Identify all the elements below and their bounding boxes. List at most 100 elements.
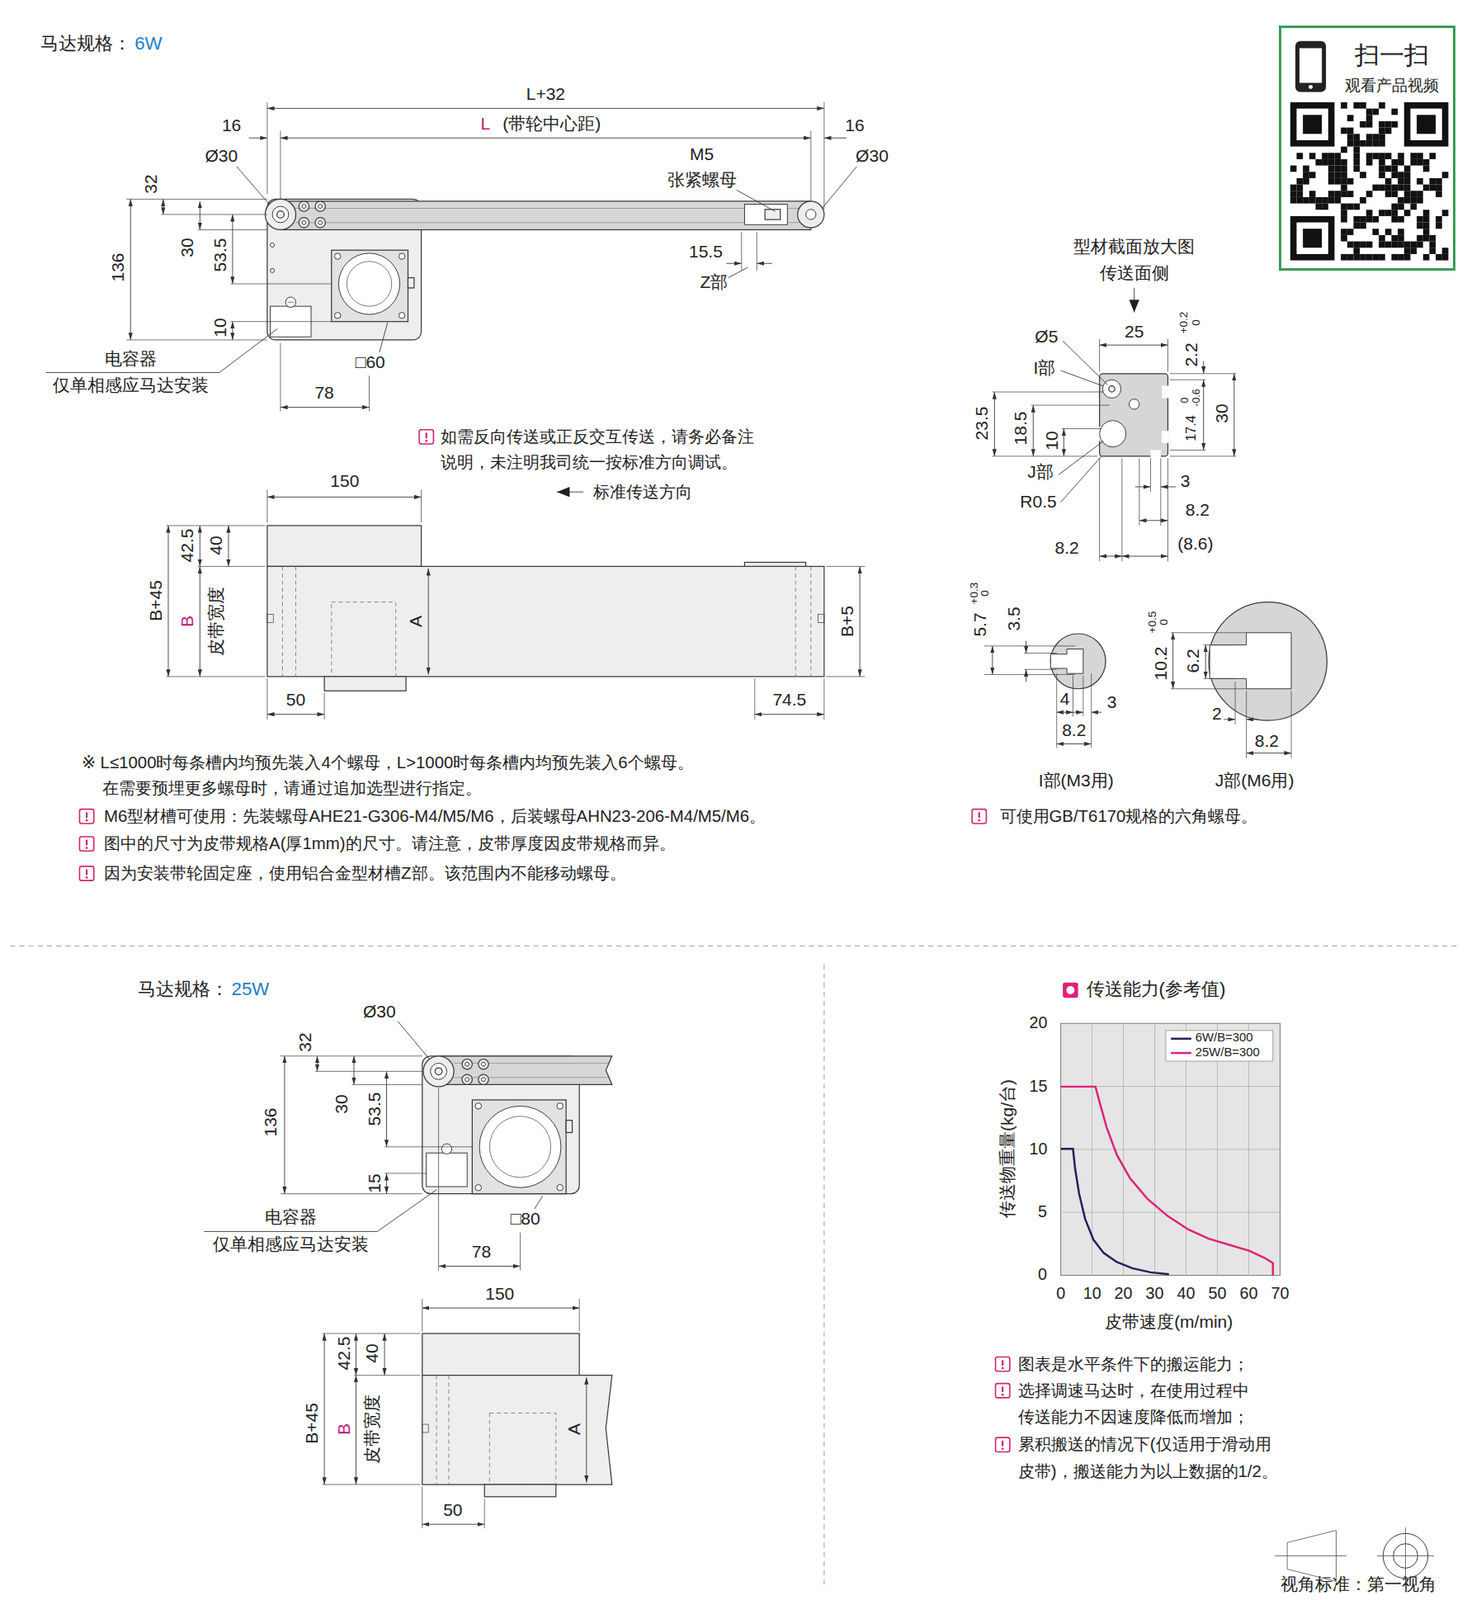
qr-module [1328, 178, 1335, 185]
extension-line [266, 490, 268, 524]
qr-module [1347, 127, 1354, 135]
qr-module [1347, 254, 1354, 261]
note-text: 累积搬送的情况下(仅适用于滑动用 皮带)，搬送能力为以上数据的1/2。 [1018, 1430, 1280, 1484]
qr-module [1391, 121, 1398, 128]
qr-module [1353, 133, 1360, 141]
qr-module [1372, 228, 1379, 236]
dimension-line [353, 1056, 354, 1085]
slot-j-shape [1209, 632, 1292, 689]
dimension-line [355, 1375, 357, 1485]
title-icon [1062, 982, 1079, 999]
extension-line [322, 1484, 421, 1486]
qr-module [1366, 190, 1373, 198]
qr-module [1410, 241, 1417, 249]
axis-tick: 20 [1114, 1283, 1133, 1304]
dimension-arrow [1246, 718, 1259, 720]
dimension-line [130, 198, 132, 340]
dimension-label: Ø5 [1034, 325, 1058, 347]
dimension-label: 10.2 [1150, 646, 1171, 680]
note-text: ※ L≤1000时每条槽内均预先装入4个螺母，L>1000时每条槽内均预先装入6… [81, 749, 703, 802]
qr-module [1309, 197, 1316, 204]
extension-line [1090, 673, 1092, 748]
qr-module [1442, 209, 1449, 217]
note-icon-dot [1001, 1447, 1005, 1450]
qr-module [1423, 228, 1430, 236]
qr-module [1404, 171, 1411, 179]
extension-line [1169, 372, 1236, 374]
extension-line [266, 102, 268, 194]
hidden-line [282, 565, 283, 677]
leader-line [1061, 370, 1104, 387]
qr-module [1397, 184, 1405, 192]
flange-screw [398, 253, 405, 260]
dimension-label: 136 [108, 252, 129, 282]
phone-button [1308, 84, 1313, 90]
extension-line [1203, 644, 1235, 646]
qr-module [1347, 241, 1354, 249]
bolt [462, 1074, 472, 1085]
qr-module [1315, 159, 1322, 166]
qr-module [1353, 140, 1360, 147]
part-callout: I部 [1032, 358, 1056, 379]
qr-module [1391, 235, 1398, 242]
qr-module [1366, 254, 1373, 261]
dimension-label: 50 [286, 688, 306, 710]
dimension-label: 2.2 [1180, 343, 1202, 368]
motor-base [484, 1484, 557, 1497]
qr-module [1302, 171, 1310, 179]
note-icon [419, 429, 434, 444]
profile-edge [453, 1076, 609, 1078]
qr-module [1416, 235, 1424, 242]
hidden-line [436, 1375, 438, 1485]
qr-module [1410, 152, 1417, 160]
note-icon [995, 1356, 1010, 1371]
view-arrow [1133, 287, 1135, 313]
dimension-label: 8.2 [1061, 720, 1086, 741]
extension-line [1203, 678, 1235, 680]
qr-module [1378, 209, 1386, 217]
qr-module [1423, 159, 1430, 166]
side-slot [1161, 430, 1170, 444]
note-icon [995, 1383, 1010, 1398]
dimension-line [316, 1056, 318, 1072]
qr-module [1340, 146, 1348, 154]
extension-line [1167, 457, 1169, 562]
qr-module [1328, 165, 1335, 173]
note-icon-mark [85, 811, 88, 818]
qr-module [1391, 216, 1398, 223]
dimension-label: 32 [140, 174, 161, 194]
flange-screw [334, 312, 340, 319]
qr-module [1378, 102, 1386, 109]
section-title: 型材截面放大图 传送面侧 [1069, 233, 1200, 287]
bottom-slot [1150, 449, 1161, 458]
part-callout: M5 [689, 143, 714, 165]
extension-line [230, 282, 331, 284]
tolerance: 0 [978, 590, 992, 598]
qr-module [1353, 165, 1360, 173]
extension-line [198, 565, 266, 567]
dimension-label: 2 [1212, 703, 1222, 725]
dimension-line [199, 201, 201, 231]
motor-boss [479, 1105, 562, 1188]
qr-module [1296, 184, 1303, 192]
qr-module [1366, 159, 1373, 166]
extension-line [1167, 339, 1169, 373]
dimension-label: 10 [209, 317, 231, 337]
axis-title: 皮带速度(m/min) [1104, 1311, 1233, 1333]
note-icon [79, 866, 94, 881]
direction-arrow [556, 491, 584, 493]
dimension-line [324, 1333, 326, 1485]
qr-module [1359, 171, 1367, 179]
dimension-label: 3.5 [1003, 607, 1024, 632]
qr-module [1309, 190, 1316, 198]
dimension-line [422, 1307, 580, 1309]
note-icon-dot [85, 846, 89, 849]
part-callout: 仅单相感应马达安装 [52, 375, 209, 397]
qr-module [1429, 247, 1436, 255]
dimension-label: Ø30 [204, 146, 238, 167]
extension-line [825, 565, 865, 567]
slot-i-core [1108, 386, 1115, 392]
qr-module [1435, 184, 1443, 192]
qr-module [1334, 152, 1341, 160]
dimension-label: R0.5 [1019, 491, 1057, 513]
